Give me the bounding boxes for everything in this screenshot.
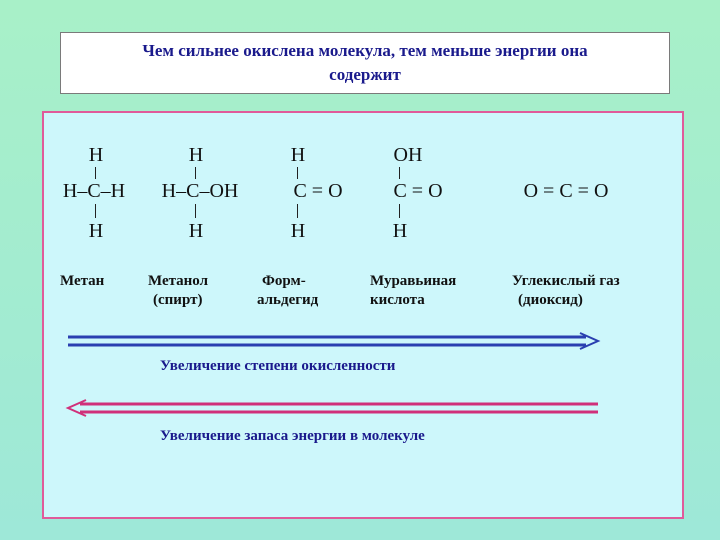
oxidation-arrow (68, 332, 601, 350)
formic-acid-name-part1: Муравьиная (370, 273, 457, 289)
carbon-dioxide-name-note: (диоксид) (518, 292, 583, 308)
formaldehyde-name-part1: Форм- (262, 273, 306, 289)
formaldehyde-name-part2: альдегид (257, 292, 319, 308)
methanol-bottom-atom: H (188, 220, 204, 242)
formic-acid-top-bond (399, 167, 400, 179)
title-line-1: Чем сильнее окислена молекула, тем меньш… (142, 41, 588, 60)
formic-acid-top-group: OH (393, 144, 423, 166)
carbon-dioxide-formula: O = C = O (523, 180, 609, 202)
methanol-formula: H–C–OH (161, 180, 239, 202)
methane-top-bond (95, 167, 96, 179)
formaldehyde-top-atom: H (290, 144, 306, 166)
methane-bottom-atom: H (88, 220, 104, 242)
methanol-top-atom: H (188, 144, 204, 166)
oxidation-arrow-label: Увеличение степени окисленности (160, 358, 396, 374)
methane-top-atom: H (88, 144, 104, 166)
formic-acid-name-part2: кислота (370, 292, 425, 308)
formic-acid-formula: C = O (393, 180, 443, 202)
methanol-top-bond (195, 167, 196, 179)
formaldehyde-formula: C = O (293, 180, 343, 202)
title-box: Чем сильнее окислена молекула, тем меньш… (60, 32, 670, 94)
formaldehyde-bottom-bond (297, 204, 298, 218)
formic-acid-bottom-atom: H (392, 220, 408, 242)
formaldehyde-bottom-atom: H (290, 220, 306, 242)
methane-name: Метан (60, 273, 105, 289)
title-line-2: содержит (329, 65, 401, 84)
formaldehyde-top-bond (297, 167, 298, 179)
methanol-name-note: (спирт) (153, 292, 203, 308)
diagram-panel (42, 111, 684, 519)
methanol-name: Метанол (148, 273, 209, 289)
energy-arrow-label: Увеличение запаса энергии в молекуле (160, 428, 425, 444)
formic-acid-bottom-bond (399, 204, 400, 218)
methanol-bottom-bond (195, 204, 196, 218)
energy-arrow (65, 399, 598, 417)
carbon-dioxide-name: Углекислый газ (512, 273, 620, 289)
methane-formula: H–C–H (62, 180, 126, 202)
methane-bottom-bond (95, 204, 96, 218)
